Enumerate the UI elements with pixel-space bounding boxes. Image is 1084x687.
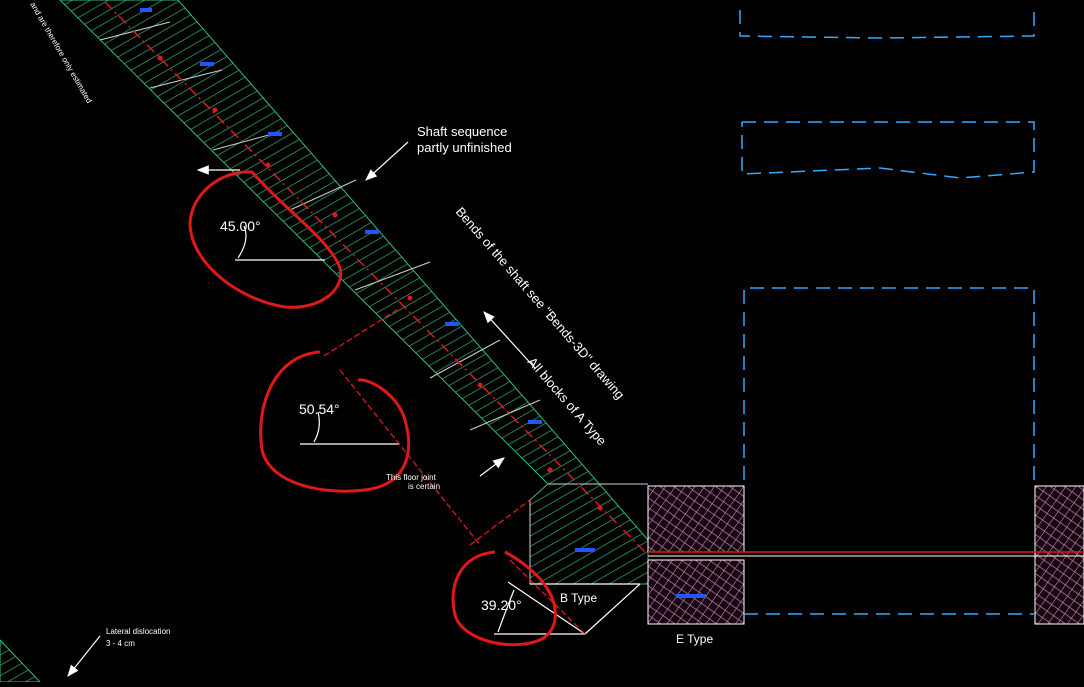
lateral-line1: Lateral dislocation (106, 627, 170, 636)
floor-joint-line1: This floor joint (386, 473, 437, 482)
shaft-note-line1: Shaft sequence (417, 124, 507, 139)
angle-45-label: 45.00° (220, 218, 261, 234)
e-type-block-right (1034, 485, 1084, 625)
shaft-hatch-band (59, 0, 649, 585)
blocks-note-arrow (483, 311, 536, 369)
e-type-label: E Type (676, 632, 713, 646)
e-type-tag (676, 594, 706, 598)
dim-39-ref (507, 581, 586, 635)
dim-line-50-b (469, 499, 531, 546)
lower-left-hatch (0, 639, 42, 683)
angle-39-label: 39.20° (481, 597, 522, 613)
shaft-nodes (157, 55, 603, 511)
b-type-label: B Type (560, 591, 597, 605)
e-type-block-lower (647, 559, 745, 625)
b-type-outline-d (584, 583, 641, 635)
shaft-note-leader (365, 141, 409, 181)
shaft-centerline (104, 1, 649, 556)
arc-45 (237, 225, 247, 259)
dim-line-50-outer (323, 307, 401, 357)
dim-line-50-a (339, 369, 481, 546)
block-separators (99, 21, 648, 584)
angle-50-label: 50.54° (299, 401, 340, 417)
arc-39 (497, 589, 515, 633)
lateral-leader (67, 635, 101, 677)
floor-joint-line2: is certain (408, 482, 440, 491)
highlight-circle-50 (259, 350, 411, 493)
highlight-circle-45 (188, 170, 343, 309)
lateral-line2: 3 - 4 cm (106, 639, 135, 648)
shaft-note-line2: partly unfinished (417, 140, 512, 155)
floor-joint-leader (479, 457, 505, 477)
arc-50 (313, 411, 320, 443)
block-tags (140, 8, 595, 552)
e-type-block-upper (647, 485, 745, 553)
highlight-circle-39 (451, 550, 557, 647)
dashed-outlines (739, 10, 1035, 615)
